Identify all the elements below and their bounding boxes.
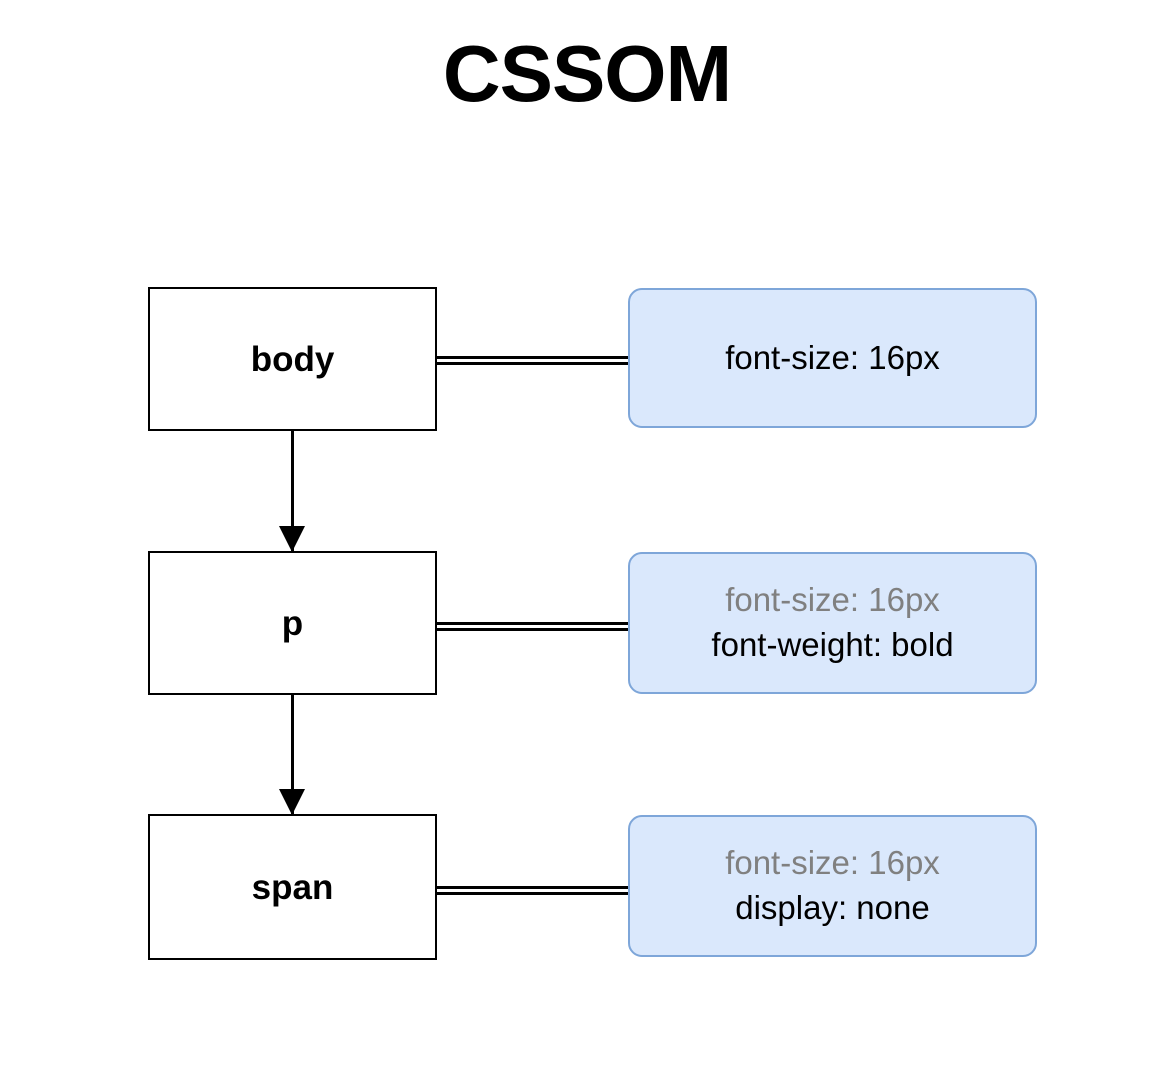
arrow-shaft — [291, 695, 294, 814]
page-title: CSSOM — [442, 29, 732, 118]
style-rule-box-span[interactable]: font-size: 16px display: none — [628, 815, 1037, 957]
arrow-shaft — [291, 431, 294, 551]
dom-node-label: body — [250, 339, 335, 379]
declaration-own: font-size: 16px — [725, 338, 940, 376]
connector-line-lower — [437, 628, 628, 631]
dom-node-label: span — [251, 867, 334, 907]
connector-line-upper — [437, 356, 628, 359]
declaration-own: font-weight: bold — [711, 626, 954, 663]
connector-line-upper — [437, 622, 628, 625]
declaration-inherited: font-size: 16px — [725, 581, 940, 619]
declaration-own: display: none — [735, 889, 930, 926]
dom-node-label: p — [281, 603, 304, 643]
style-rule-box-body[interactable]: font-size: 16px — [628, 288, 1037, 428]
dom-node-p[interactable]: p — [148, 551, 437, 695]
arrow-head-icon — [279, 526, 305, 552]
dom-node-span[interactable]: span — [148, 814, 437, 960]
connector-line-upper — [437, 886, 628, 889]
arrow-head-icon — [279, 789, 305, 815]
connector-line-lower — [437, 892, 628, 895]
style-rule-box-p[interactable]: font-size: 16px font-weight: bold — [628, 552, 1037, 694]
dom-node-body[interactable]: body — [148, 287, 437, 431]
connector-line-lower — [437, 362, 628, 365]
declaration-inherited: font-size: 16px — [725, 844, 940, 882]
